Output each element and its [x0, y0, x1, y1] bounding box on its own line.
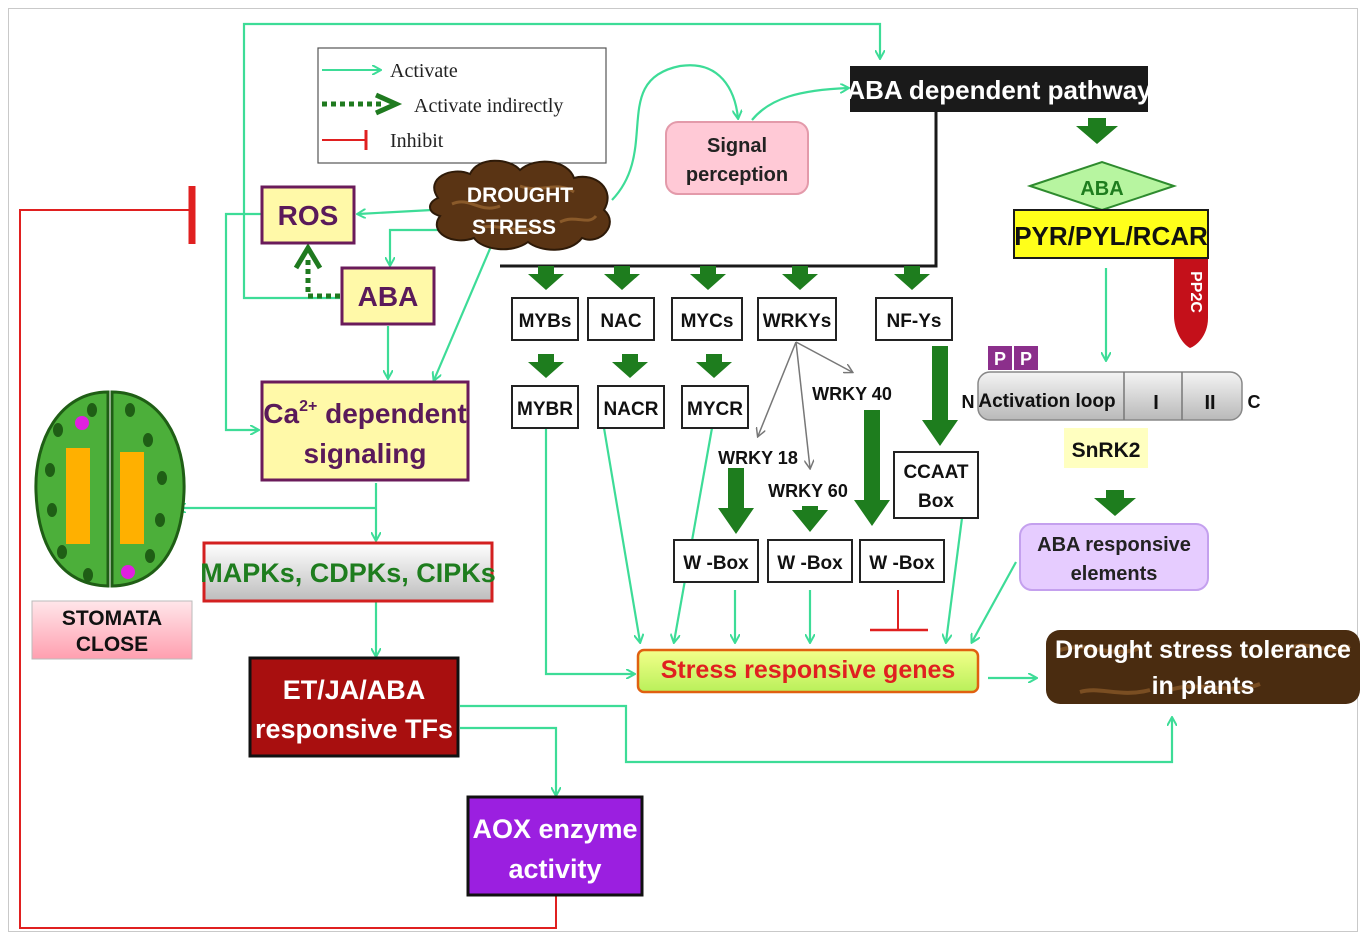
n-terminus-label: N — [962, 392, 975, 412]
tf-box-nac — [587, 297, 655, 341]
segment-i-label: I — [1153, 392, 1159, 414]
segment-ii-label: II — [1204, 392, 1215, 414]
stomata-line1: STOMATA — [62, 607, 162, 630]
target-boxes: MYBR NACR MYCR — [511, 385, 749, 429]
phospho-badge-1-label: P — [994, 349, 1006, 369]
tolerance-line1: Drought stress tolerance — [1055, 636, 1351, 664]
ros-label: ROS — [278, 200, 339, 231]
target-box-nacr — [597, 385, 665, 429]
ca-signaling-box: Ca2+ dependent signaling — [260, 380, 470, 482]
phospho-badge-2 — [1014, 346, 1038, 370]
tf-label-mybs: MYBs — [519, 311, 572, 332]
signal-line2: perception — [686, 164, 788, 186]
aox-box: AOX enzyme activity — [466, 795, 644, 897]
aba-diamond: ABA — [1026, 160, 1178, 212]
tfs-line2: responsive TFs — [255, 714, 453, 744]
drought-line2: STRESS — [472, 216, 556, 239]
ccaat-line2: Box — [918, 491, 954, 512]
wbox-1 — [673, 539, 759, 583]
snrk2-domain-bar: N Activation loop I II C — [962, 371, 1261, 421]
phospho-badge-1 — [988, 346, 1012, 370]
target-box-mycr — [681, 385, 749, 429]
legend-indirect-head — [374, 92, 403, 116]
pyr-label: PYR/PYL/RCAR — [1014, 221, 1208, 251]
stomata-illustration — [34, 390, 186, 588]
wbox-2-label: W -Box — [777, 553, 843, 574]
thick-arrows — [528, 118, 1136, 534]
signal-perception-box: Signal perception — [665, 121, 809, 195]
legend-indirect-label: Activate indirectly — [414, 95, 563, 117]
kinases-box: MAPKs, CDPKs, CIPKs — [200, 541, 496, 603]
tf-boxes: MYBs NAC MYCs WRKYs NF-Ys — [511, 297, 953, 341]
wrky60-label: WRKY 60 — [768, 481, 848, 501]
signal-line1: Signal — [707, 135, 767, 157]
legend-inhibit-label: Inhibit — [390, 130, 444, 152]
wbox-1-label: W -Box — [683, 553, 749, 574]
snrk2-box: SnRK2 — [1064, 428, 1148, 468]
aba-diamond-label: ABA — [1080, 178, 1123, 200]
stress-genes-label: Stress responsive genes — [661, 656, 956, 684]
ca-signaling-line2: signaling — [304, 438, 427, 469]
stomata-close-box: STOMATA CLOSE — [31, 600, 193, 660]
snrk2-label: SnRK2 — [1072, 439, 1141, 462]
wbox-3 — [859, 539, 945, 583]
tolerance-line2: in plants — [1152, 672, 1255, 700]
drought-stress-cloud: DROUGHT STRESS — [429, 159, 611, 251]
ccaat-box: CCAAT Box — [893, 451, 979, 519]
target-box-mybr — [511, 385, 579, 429]
wrky-branch-arrows — [758, 341, 852, 468]
target-label-mybr: MYBR — [517, 399, 573, 420]
pp2c-shape: PP2C — [1174, 256, 1208, 348]
aba-box-label: ABA — [358, 281, 419, 312]
ccaat-line1: CCAAT — [903, 462, 968, 483]
legend: Activate Activate indirectly Inhibit — [317, 47, 607, 164]
wbox-2 — [767, 539, 853, 583]
are-line1: ABA responsive — [1037, 534, 1191, 556]
tf-label-nfys: NF-Ys — [887, 311, 942, 332]
phospho-badge-2-label: P — [1020, 349, 1032, 369]
target-label-mycr: MYCR — [687, 399, 743, 420]
stress-genes-box: Stress responsive genes — [636, 648, 980, 694]
tf-label-mycs: MYCs — [681, 311, 734, 332]
aba-pathway-box: ABA dependent pathway — [846, 66, 1152, 112]
wrky-labels: WRKY 18 WRKY 60 WRKY 40 — [718, 384, 892, 501]
aba-pathway-label: ABA dependent pathway — [846, 75, 1152, 105]
aox-line2: activity — [508, 854, 601, 884]
responsive-tfs-box: ET/JA/ABA responsive TFs — [248, 656, 460, 758]
ca-signaling-line1: Ca2+ dependent — [263, 398, 466, 429]
tolerance-box: Drought stress tolerance in plants — [1046, 630, 1360, 704]
kinases-label: MAPKs, CDPKs, CIPKs — [200, 558, 496, 588]
tf-box-mybs — [511, 297, 579, 341]
tfs-line1: ET/JA/ABA — [283, 675, 426, 705]
target-label-nacr: NACR — [604, 399, 659, 420]
activation-connectors — [178, 22, 1172, 795]
aox-line1: AOX enzyme — [472, 814, 637, 844]
are-line2: elements — [1071, 563, 1158, 585]
tf-box-nfys — [875, 297, 953, 341]
aba-pathway-branch-line — [500, 112, 938, 268]
wbox-3-label: W -Box — [869, 553, 935, 574]
legend-activate-label: Activate — [390, 60, 458, 82]
indirect-arrow-aba-to-ros — [293, 243, 340, 299]
tf-label-nac: NAC — [600, 311, 641, 332]
tf-label-wrkys: WRKYs — [763, 311, 832, 332]
pp2c-label: PP2C — [1187, 271, 1204, 313]
pyr-box: PYR/PYL/RCAR — [1013, 209, 1209, 259]
tf-box-wrkys — [757, 297, 837, 341]
phospho-badges: P P — [988, 346, 1038, 370]
wrky18-label: WRKY 18 — [718, 448, 798, 468]
drought-line1: DROUGHT — [467, 184, 573, 207]
tf-box-mycs — [671, 297, 743, 341]
inhibit-connector — [19, 186, 928, 929]
aba-box: ABA — [340, 266, 436, 326]
wrky40-label: WRKY 40 — [812, 384, 892, 404]
ros-box: ROS — [260, 185, 356, 245]
activation-loop-label: Activation loop — [978, 391, 1115, 412]
c-terminus-label: C — [1248, 392, 1261, 412]
stomata-line2: CLOSE — [76, 633, 148, 656]
aba-responsive-elements-box: ABA responsive elements — [1019, 523, 1209, 591]
wbox-boxes: W -Box W -Box W -Box — [673, 539, 945, 583]
